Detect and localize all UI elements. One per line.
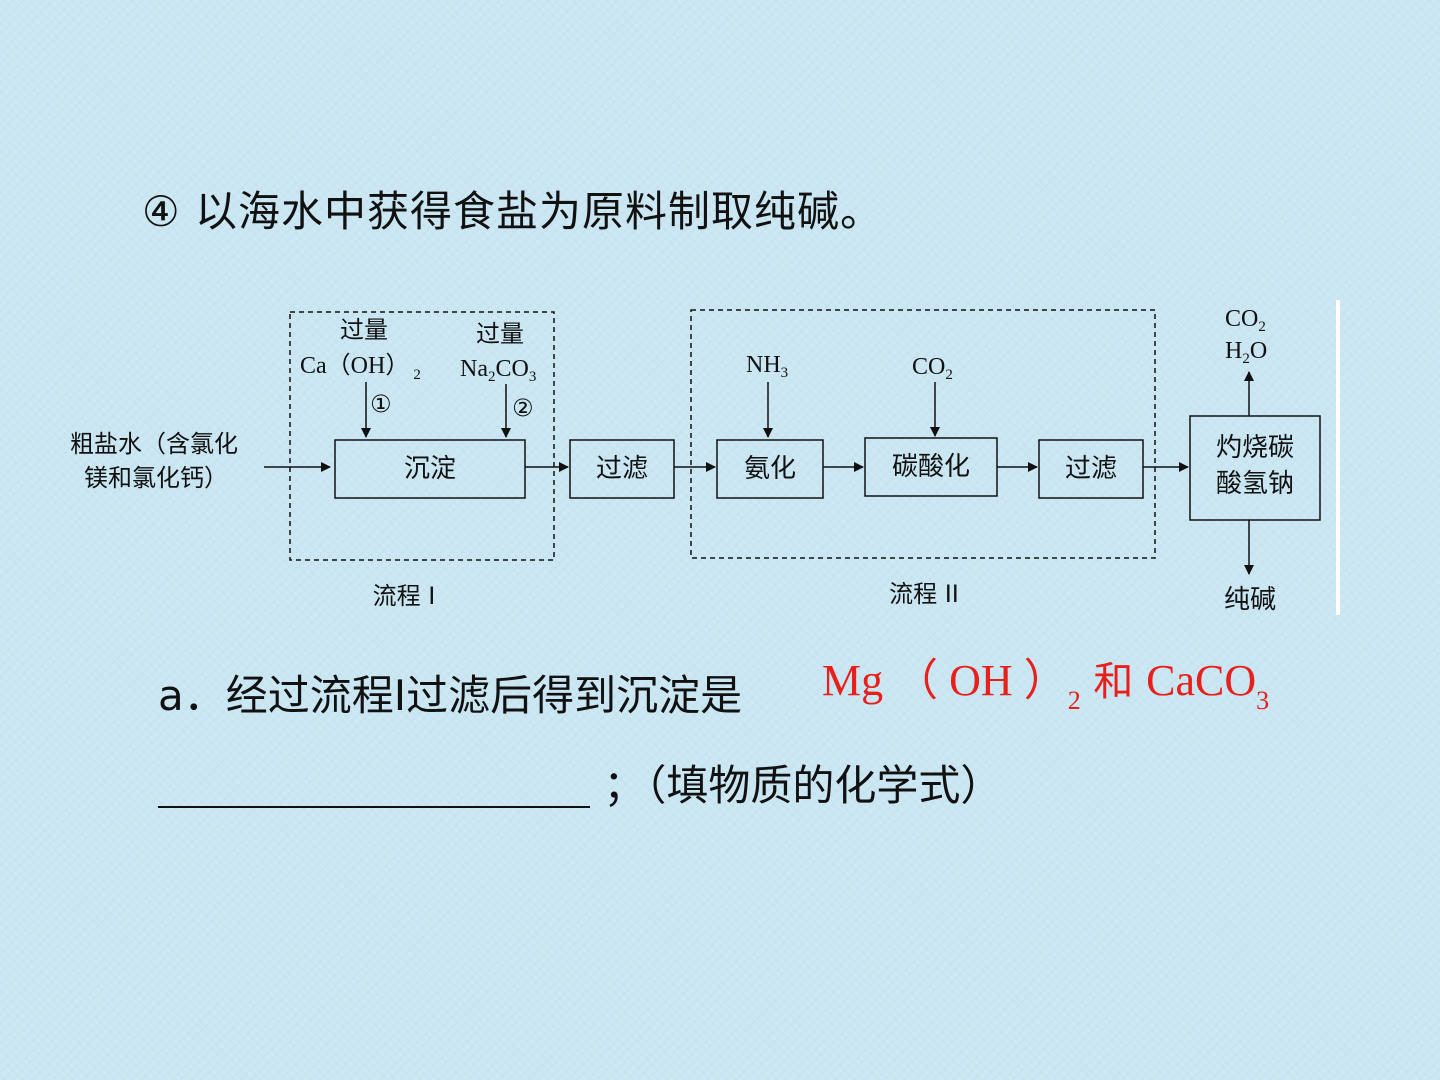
nh3-label: NH3: [746, 352, 788, 381]
ammoniate-box: [716, 439, 824, 499]
input-label-line1: 粗盐水（含氯化: [70, 430, 238, 458]
calcine-box: [1189, 415, 1321, 521]
fill-instruction: ；（填物质的化学式）: [590, 761, 1003, 810]
reagent2-excess-label: 过量: [476, 320, 524, 348]
answer-text: Mg （ OH ）2 和 CaCO3: [822, 644, 1269, 716]
co2-input-label: CO2: [912, 354, 953, 383]
reagent2-step-marker: ②: [512, 394, 534, 422]
ammoniate-label: 氨化: [744, 454, 796, 484]
filter2-box: [1038, 439, 1144, 499]
question-heading: ④ 以海水中获得食盐为原料制取纯碱。: [142, 187, 884, 236]
reagent1-formula: Ca（OH）2: [300, 353, 421, 383]
reagent2-formula: Na2CO3: [460, 356, 536, 385]
answer-sub-2: 2: [1067, 686, 1081, 715]
output-co2-label: CO2: [1225, 306, 1266, 335]
input-label-line2: 镁和氯化钙）: [84, 464, 228, 492]
process1-dashed-region: [289, 311, 555, 561]
answer-and: 和: [1080, 659, 1147, 705]
precipitate-label: 沉淀: [404, 454, 456, 484]
carbonation-label: 碳酸化: [892, 452, 970, 482]
calcine-label-line2: 酸氢钠: [1216, 469, 1294, 499]
product-soda-ash-label: 纯碱: [1224, 585, 1276, 615]
answer-sub-3: 3: [1256, 686, 1270, 715]
filter2-label: 过滤: [1065, 454, 1117, 484]
process2-dashed-region: [690, 309, 1156, 559]
question-a-text: a．经过流程Ⅰ过滤后得到沉淀是: [158, 671, 743, 720]
answer-mg-oh: Mg （ OH ）: [822, 656, 1068, 705]
question-blank-line: ；（填物质的化学式）: [158, 752, 1002, 813]
filter1-label: 过滤: [596, 454, 648, 484]
answer-blank[interactable]: [158, 760, 590, 808]
reagent1-step-marker: ①: [370, 390, 392, 418]
calcine-label-line1: 灼烧碳: [1216, 433, 1294, 463]
output-h2o-label: H2O: [1225, 338, 1267, 367]
precipitate-box: [334, 439, 526, 499]
reagent1-excess-label: 过量: [340, 316, 388, 344]
process2-label: 流程 II: [889, 580, 959, 608]
process1-label: 流程 I: [373, 582, 436, 610]
filter1-box: [569, 439, 675, 499]
answer-caco: CaCO: [1146, 656, 1257, 705]
